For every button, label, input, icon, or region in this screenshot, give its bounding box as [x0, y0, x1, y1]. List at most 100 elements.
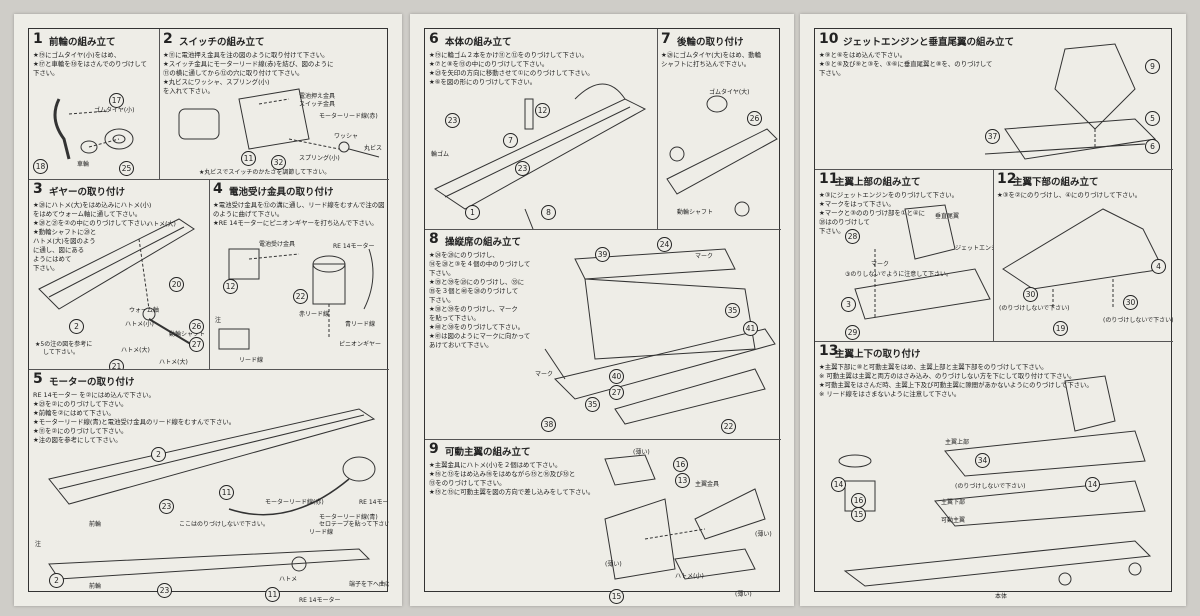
part-number: 26 — [747, 111, 762, 126]
step-4: 4 電池受け金具の取り付け ★電池受け金具を⑫の溝に通し、リード線をむすんで注の… — [209, 179, 389, 370]
part-number: 2 — [49, 573, 64, 588]
part-label: ゴムタイヤ(小) — [94, 107, 135, 114]
step-5: 5 モーターの取り付け RE 14モーター を②にはめ込んで下さい。★㉓を②にの… — [29, 369, 389, 607]
step-number: 8 — [429, 231, 439, 247]
step-8: 8 操縦席の組み立て ★㉔を㉘にのりづけし、⑭を㉘と③を４個の中のりづけして下さ… — [425, 229, 781, 440]
part-number: 23 — [159, 499, 174, 514]
part-number: 11 — [265, 587, 280, 602]
step-12: 12 主翼下部の組み立て ★③を②にのりづけし、④にのりづけして下さい。 (のり… — [993, 169, 1173, 342]
step-title: 主翼上部の組み立て — [835, 177, 921, 188]
part-label: 青リード線 — [345, 321, 376, 328]
part-number: 30 — [1023, 287, 1038, 302]
step-title: ジェットエンジンと垂直尾翼の組み立て — [843, 37, 1015, 48]
step-2: 2 スイッチの組み立て ★⑪に電池押え金具を注の図のように取り付けて下さい。★ス… — [159, 29, 389, 180]
part-label: RE 14モーター — [299, 597, 341, 604]
part-number: 23 — [445, 113, 460, 128]
part-label: 丸ビス — [364, 145, 383, 152]
part-number: 21 — [109, 359, 124, 369]
part-label: 端子を下へ曲げて下さい。 — [349, 581, 389, 588]
part-number: 23 — [515, 161, 530, 176]
part-number: 13 — [675, 473, 690, 488]
part-number: 32 — [271, 155, 286, 170]
part-label: (薄い) — [605, 561, 622, 568]
part-number: 26 — [189, 319, 204, 334]
part-number: 1 — [465, 205, 480, 220]
part-label: ゴムタイヤ(大) — [709, 89, 750, 96]
part-label: 前輪 — [89, 583, 102, 590]
battery-contact-diagram — [218, 248, 374, 350]
step-10: 10 ジェットエンジンと垂直尾翼の組み立て ★⑨と⑥をはめ込んで下さい。★⑤と⑥… — [815, 29, 1173, 170]
step-number: 1 — [33, 31, 43, 47]
part-label: ハトメ(小) — [675, 573, 704, 580]
part-label: スプリング(小) — [299, 155, 340, 162]
part-number: 12 — [535, 103, 550, 118]
part-number: 2 — [69, 319, 84, 334]
step-instructions: ★③にジェットエンジンをのりづけして下さい。★マークをはって下さい。★マークと③… — [819, 191, 959, 235]
step-instructions: RE 14モーター を②にはめ込んで下さい。★㉓を②にのりづけして下さい。★前輪… — [33, 391, 236, 444]
part-number: 6 — [1145, 139, 1160, 154]
step-number: 4 — [213, 181, 223, 197]
step-instructions: ★主翼下部に⑧と可動主翼をはめ、主翼上部と主翼下部をのりづけして下さい。※ 可動… — [819, 363, 1093, 398]
part-number: 5 — [1145, 111, 1160, 126]
part-label: セロテープを貼って下さい — [319, 521, 389, 528]
part-number: 11 — [219, 485, 234, 500]
part-label: (のりづけしないで下さい) — [999, 305, 1070, 312]
part-label: ハトメ — [279, 576, 298, 583]
step-number: 2 — [163, 31, 173, 47]
part-number: 19 — [1053, 321, 1068, 336]
part-label: 注 — [35, 541, 42, 548]
part-label: 主翼下部 — [941, 499, 966, 506]
part-label: (薄い) — [633, 449, 650, 456]
step-title: 可動主翼の組み立て — [445, 447, 531, 458]
part-number: 35 — [725, 303, 740, 318]
part-number: 11 — [241, 151, 256, 166]
part-label: マーク — [695, 253, 714, 260]
part-number: 14 — [1085, 477, 1100, 492]
step-6: 6 本体の組み立て ★⑲に輪ゴム２本をかけ⑪と⑫をのりづけして下さい。★⑦と⑧を… — [425, 29, 658, 230]
part-number: 28 — [845, 229, 860, 244]
step-number: 6 — [429, 31, 439, 47]
part-label: して下さい。 — [43, 349, 79, 356]
step-number: 9 — [429, 441, 439, 457]
part-label: ハトメ(大) — [121, 347, 150, 354]
part-number: 14 — [831, 477, 846, 492]
part-number: 9 — [1145, 59, 1160, 74]
step-title: ギヤーの取り付け — [49, 187, 126, 198]
part-label: ハトメ(大) — [147, 221, 176, 228]
part-label: ハトメ(小) — [125, 321, 154, 328]
part-number: 15 — [851, 507, 866, 522]
page-frame: 1 前輪の組み立て ★⑲にゴムタイヤ(小)をはめ、★⑰と車輪を⑱をはさんでのりづ… — [28, 28, 389, 604]
part-number: 17 — [109, 93, 124, 108]
part-number: 12 — [223, 279, 238, 294]
step-instructions: ★⑲に輪ゴム２本をかけ⑪と⑫をのりづけして下さい。★⑦と⑧を⑬の中にのりづけして… — [429, 51, 594, 86]
step-instructions: ★③を②にのりづけし、④にのりづけして下さい。 — [997, 191, 1142, 199]
part-label: ジェットエンジン — [955, 245, 993, 252]
step-title: 電池受け金具の取り付け — [229, 187, 334, 198]
part-number: 25 — [119, 161, 134, 176]
part-label: 赤リード線 — [299, 311, 330, 318]
part-label: マーク — [871, 261, 890, 268]
step-title: 後輪の取り付け — [677, 37, 744, 48]
part-label: ここはのりづけしないで下さい。 — [179, 521, 269, 528]
wing-attachment-diagram — [838, 375, 1152, 587]
step-title: 主翼上下の取り付け — [835, 349, 921, 360]
part-label: 電池押え金具 — [299, 93, 336, 100]
part-label: RE 14モーター — [333, 243, 375, 250]
part-label: モーターリード線(赤) — [265, 499, 324, 506]
lower-wing-diagram — [1002, 208, 1164, 309]
part-number: 30 — [1123, 295, 1138, 310]
part-label: (のりづけしないで下さい) — [1103, 317, 1173, 324]
step-instructions: ★⑳にハトメ(大)をはめ込みにハトメ(小)をはめてウォーム軸に通して下さい。★⑳… — [33, 201, 153, 272]
body-assembly-diagram — [433, 83, 647, 229]
step-instructions: ★主翼金具にハトメ(小)を２個はめて下さい。★⑯と⑬をはめ込み⑯をはめながら⑮と… — [429, 461, 595, 496]
part-number: 27 — [189, 337, 204, 352]
part-label: スイッチ金具 — [299, 101, 336, 108]
step-number: 3 — [33, 181, 43, 197]
part-label: ハトメ(大) — [159, 359, 188, 366]
part-number: 3 — [841, 297, 856, 312]
part-number: 24 — [657, 237, 672, 252]
motor-diagram — [48, 408, 376, 580]
part-number: 23 — [157, 583, 172, 598]
switch-diagram — [178, 88, 380, 158]
part-number: 4 — [1151, 259, 1166, 274]
